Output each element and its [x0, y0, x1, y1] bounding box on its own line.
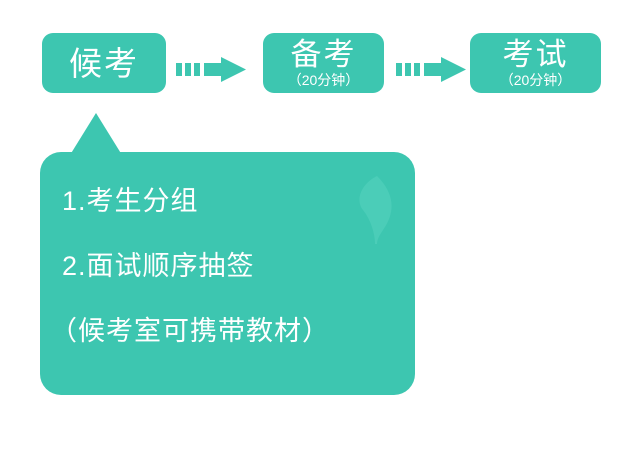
flow-step-2-title: 备考	[290, 37, 357, 72]
flow-step-2-duration: （20分钟）	[287, 72, 360, 88]
callout-text-block: 1.考生分组 2.面试顺序抽签 （候考室可携带教材）	[40, 152, 415, 395]
flow-step-3-duration: （20分钟）	[499, 72, 572, 88]
dashed-arrow-right-icon-2	[396, 57, 466, 83]
flow-step-box-3[interactable]: 考试 （20分钟）	[470, 33, 601, 93]
callout-line-3: （候考室可携带教材）	[50, 316, 330, 346]
callout-bubble: 1.考生分组 2.面试顺序抽签 （候考室可携带教材）	[40, 152, 415, 395]
flow-step-box-2[interactable]: 备考 （20分钟）	[263, 33, 384, 93]
callout-line-1: 1.考生分组	[62, 186, 199, 216]
callout-tail-icon	[70, 113, 122, 155]
flow-step-1-title: 候考	[69, 44, 139, 82]
callout-line-2: 2.面试顺序抽签	[62, 251, 255, 281]
flow-step-3-title: 考试	[502, 37, 569, 72]
flow-step-box-1[interactable]: 候考	[42, 33, 166, 93]
dashed-arrow-right-icon-1	[176, 57, 246, 83]
